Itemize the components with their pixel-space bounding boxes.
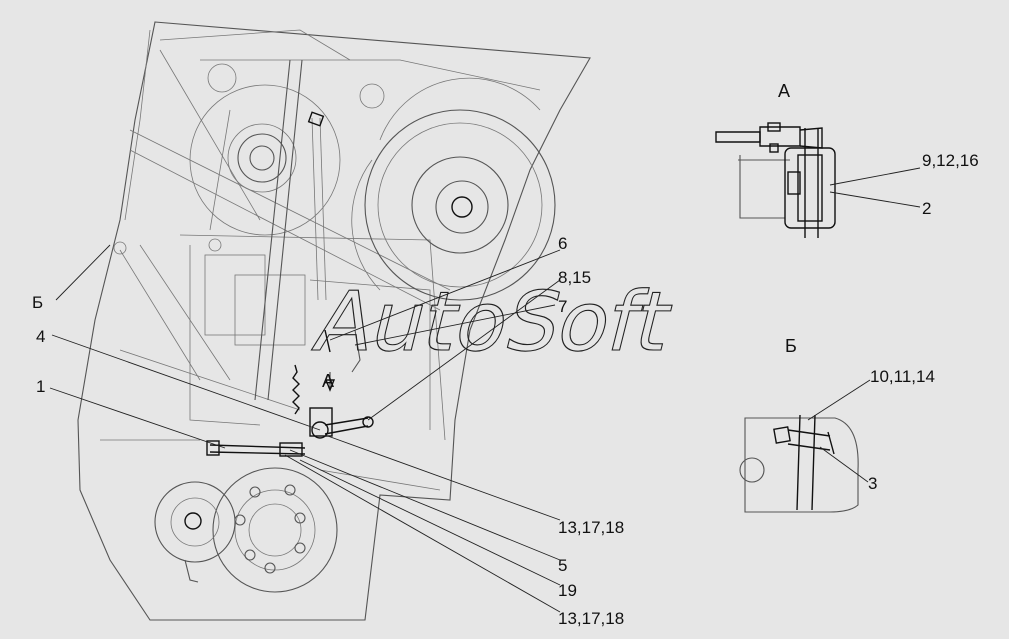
view-a-title: А [778,81,790,101]
view-a-arrow-label: А [322,371,334,391]
callout-6: 6 [558,234,567,253]
callout-2: 2 [922,199,931,218]
callout-4: 4 [36,327,45,346]
callout-10-11-14: 10,11,14 [870,367,935,386]
leader-lines [49,167,921,613]
callout-7: 7 [558,297,567,316]
upper-pulley [113,63,385,255]
view-b-detail [739,414,859,513]
callout-b: Б [32,293,43,312]
callout-13-17-18-lower: 13,17,18 [558,609,624,628]
callout-3: 3 [868,474,877,493]
callout-8-15: 8,15 [558,268,591,287]
view-a-detail [715,122,836,238]
bottom-gear [154,467,338,593]
callout-9-12-16: 9,12,16 [922,151,979,170]
callout-1: 1 [36,377,45,396]
view-b-title: Б [785,336,797,356]
vertical-rods [254,59,331,401]
callout-13-17-18-upper: 13,17,18 [558,518,624,537]
right-pulley [351,77,556,301]
callout-5: 5 [558,556,567,575]
callout-19: 19 [558,581,577,600]
lever-assembly [206,329,374,457]
watermark-text: AutoSoft [306,274,682,370]
